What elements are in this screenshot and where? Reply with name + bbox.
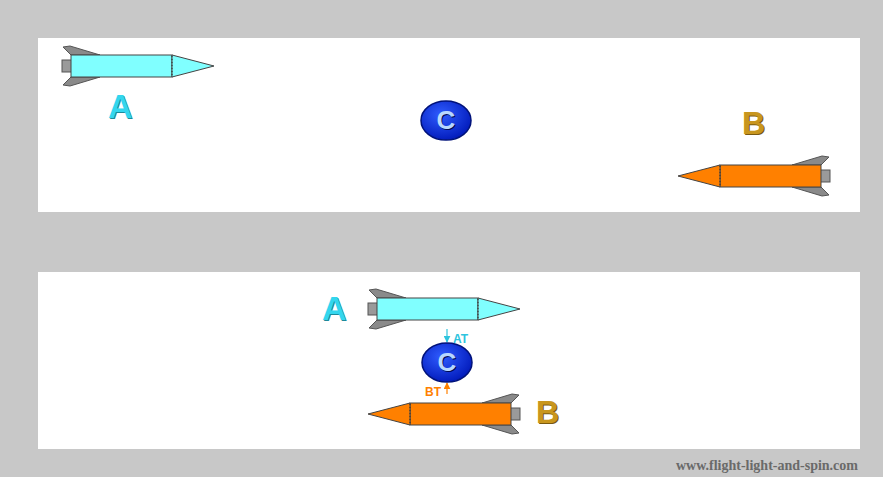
rocket-letter: B: [742, 106, 765, 141]
rocket-body: [410, 403, 511, 425]
body-ellipse: C: [421, 342, 473, 383]
rocket-fin: [369, 289, 406, 298]
rocket-fin: [482, 394, 519, 403]
rocket-fin: [63, 46, 100, 55]
rocket-seam: [410, 404, 411, 424]
rocket-node: A: [320, 289, 522, 329]
rocket-nose: [478, 298, 520, 320]
ellipse-outline: [422, 343, 472, 382]
rocket-fin: [369, 320, 406, 329]
thrust-arrow: [446, 329, 447, 342]
body-ellipse: C: [420, 100, 472, 141]
thrust-label: BT: [425, 385, 441, 399]
rocket-body: [71, 55, 172, 77]
rocket-nose: [172, 55, 214, 77]
rocket-fin: [63, 77, 100, 86]
body-letter: C: [420, 100, 472, 141]
rocket-figure: [676, 156, 832, 196]
rocket-letter: A: [108, 88, 133, 125]
rocket-figure: [366, 289, 522, 329]
rocket-fin: [792, 156, 829, 165]
rocket-seam: [720, 166, 721, 186]
rocket-body: [720, 165, 821, 187]
rocket-nose: [368, 403, 410, 425]
rocket-nose: [678, 165, 720, 187]
thrust-label: AT: [453, 332, 468, 346]
rocket-seam: [172, 56, 173, 76]
bottom-panel: [38, 272, 860, 449]
rocket-figure: [366, 394, 522, 434]
rocket-fin: [792, 187, 829, 196]
top-panel: [38, 38, 860, 212]
rocket-letter: B: [536, 395, 559, 430]
rocket-body: [377, 298, 478, 320]
rocket-node: B: [670, 104, 835, 196]
rocket-seam: [478, 299, 479, 319]
rocket-fin: [482, 425, 519, 434]
rocket-figure: [60, 46, 216, 86]
rocket-node: A: [58, 46, 218, 126]
rocket-letter: A: [322, 290, 347, 327]
watermark: www.flight-light-and-spin.com: [676, 458, 858, 474]
rocket-node: B: [364, 394, 574, 434]
ellipse-outline: [421, 101, 471, 140]
thrust-arrow: [446, 383, 447, 394]
body-letter: C: [421, 342, 473, 383]
